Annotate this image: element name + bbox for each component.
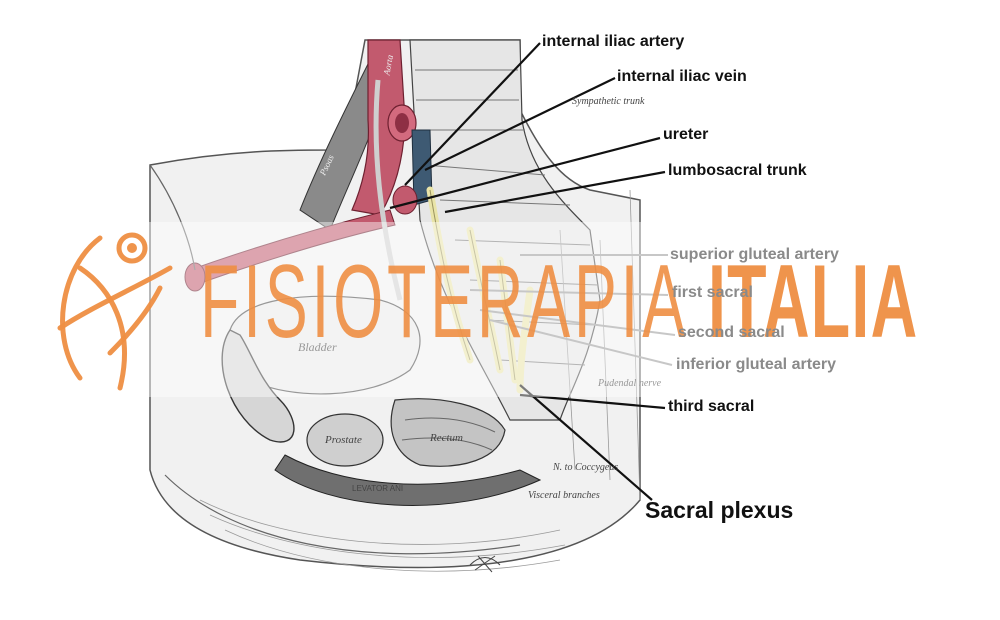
label-first-sacral: first sacral bbox=[672, 284, 753, 301]
perineum-tuft bbox=[469, 555, 501, 573]
pubic-bone bbox=[221, 329, 295, 443]
label-rectum: Rectum bbox=[430, 432, 463, 444]
label-levator-ani: LEVATOR ANI bbox=[352, 484, 404, 493]
label-lumbosacral-trunk: lumbosacral trunk bbox=[668, 162, 807, 179]
ureter-vessel bbox=[373, 79, 403, 301]
rectum-folds bbox=[401, 417, 496, 451]
hatching bbox=[199, 189, 641, 572]
label-internal-iliac-vein: internal iliac vein bbox=[617, 68, 747, 85]
levator-ani bbox=[274, 454, 542, 506]
label-superior-gluteal-artery: superior gluteal artery bbox=[670, 246, 839, 263]
iliac-vein-cut bbox=[392, 185, 418, 215]
brand-logo-icon bbox=[57, 232, 173, 391]
external-iliac-artery bbox=[189, 209, 396, 286]
watermark-brand-bold: ITALIA bbox=[708, 244, 919, 360]
label-ureter: ureter bbox=[663, 126, 709, 143]
rectum bbox=[390, 398, 506, 467]
iliac-artery-lumen bbox=[395, 113, 409, 133]
label-visceral-branches: Visceral branches bbox=[528, 490, 600, 501]
label-n-to-coccygeus: N. to Coccygeus bbox=[553, 462, 619, 473]
bladder bbox=[229, 295, 421, 395]
label-sympathetic-trunk: Sympathetic trunk bbox=[572, 96, 645, 107]
prostate bbox=[306, 413, 384, 467]
label-prostate: Prostate bbox=[325, 434, 362, 446]
label-bladder: Bladder bbox=[298, 340, 337, 354]
label-sacral-plexus: Sacral plexus bbox=[645, 497, 794, 523]
watermark-banner bbox=[0, 222, 1000, 397]
buttock-contour bbox=[164, 474, 521, 555]
label-inferior-gluteal-artery: inferior gluteal artery bbox=[676, 356, 837, 373]
label-pudendal-nerve: Pudendal nerve bbox=[598, 378, 662, 389]
label-third-sacral: third sacral bbox=[668, 398, 755, 415]
nerve-outlines bbox=[429, 189, 516, 381]
leader-lines bbox=[389, 42, 666, 501]
watermark-brand-light: FISIOTERAPIA bbox=[200, 244, 689, 360]
faded-leader-lines bbox=[469, 254, 676, 366]
label-second-sacral: second sacral bbox=[678, 324, 785, 341]
hip-contour bbox=[149, 164, 196, 271]
external-iliac-cut bbox=[184, 262, 206, 292]
label-internal-iliac-artery: internal iliac artery bbox=[542, 33, 685, 50]
